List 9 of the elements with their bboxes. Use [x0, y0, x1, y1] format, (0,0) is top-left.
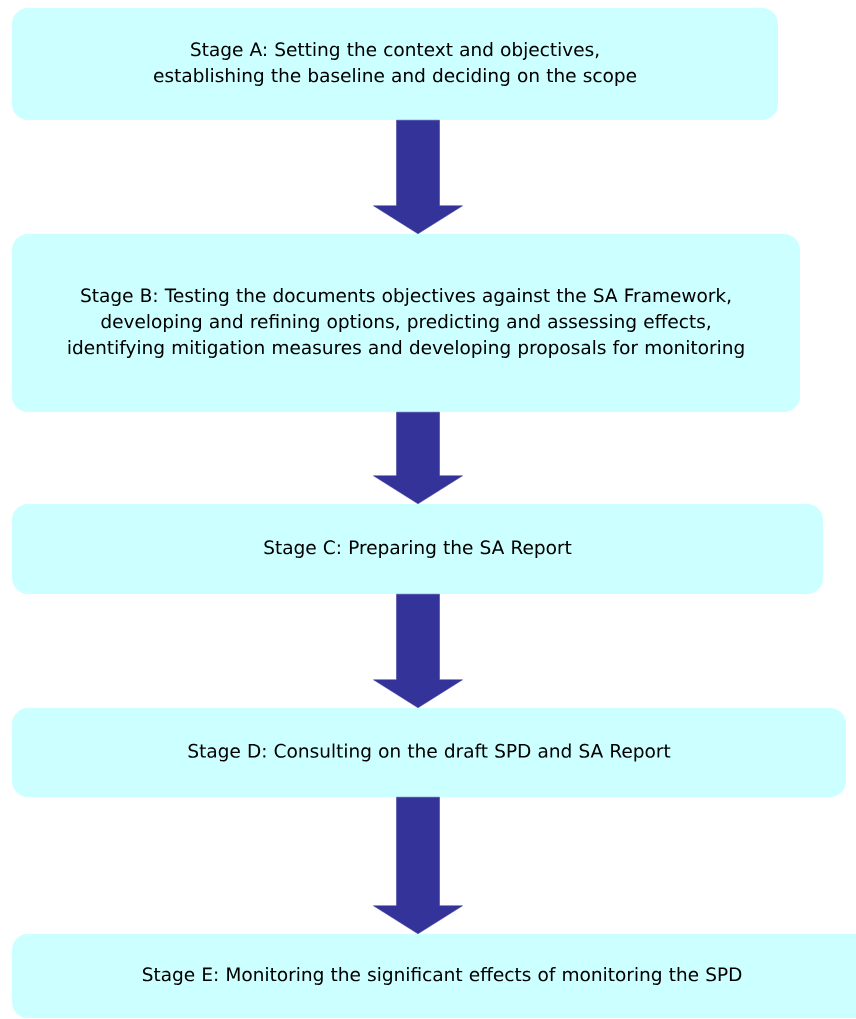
block-arrow: [373, 119, 463, 235]
block-arrow: [373, 411, 463, 505]
stage-box: Stage C: Preparing the SA Report: [12, 504, 823, 594]
stage-box: Stage B: Testing the documents objectives against the SA Framework, developing and refining options, predicting and assessing effects, identifying mitigation measures and developing proposals for monitoring: [12, 234, 800, 412]
block-arrow: [373, 796, 463, 935]
stage-box: Stage E: Monitoring the significant effects of monitoring the SPD: [12, 934, 856, 1018]
stage-box: Stage A: Setting the context and objectives, establishing the baseline and deciding on the scope: [12, 8, 778, 120]
block-arrow: [373, 593, 463, 709]
stage-box: Stage D: Consulting on the draft SPD and SA Report: [12, 708, 846, 797]
